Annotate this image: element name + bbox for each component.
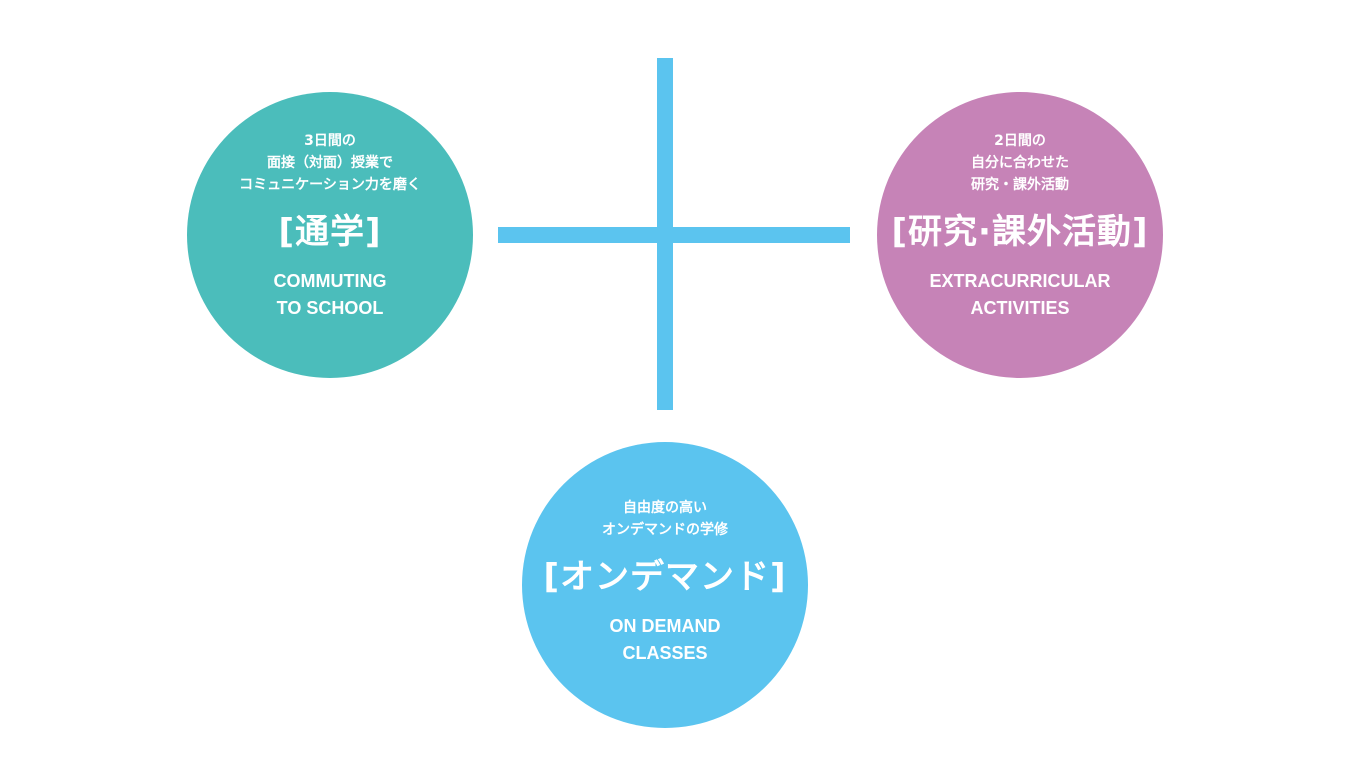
on-demand-title: [オンデマンド] <box>543 557 787 597</box>
on-demand-english-line: CLASSES <box>622 643 708 663</box>
commuting-title: [通学] <box>278 212 382 252</box>
on-demand-sub-line: 自由度の高い <box>623 500 707 516</box>
commuting-sub-line: 3日間の <box>304 133 356 149</box>
commuting-english-line: COMMUTING <box>273 271 387 291</box>
commuting-english-line: TO SCHOOL <box>276 298 384 318</box>
commuting-circle: 3日間の 面接（対面）授業で コミュニケーション力を磨く [通学] COMMUT… <box>187 92 473 378</box>
commuting-sub-line: コミュニケーション力を磨く <box>239 177 421 193</box>
extracurricular-title: [研究·課外活動] <box>891 212 1149 252</box>
extracurricular-sub-line: 研究・課外活動 <box>971 177 1069 193</box>
plus-horizontal-bar <box>498 227 850 243</box>
commuting-sub-line: 面接（対面）授業で <box>267 155 393 171</box>
extracurricular-circle: 2日間の 自分に合わせた 研究・課外活動 [研究·課外活動] EXTRACURR… <box>877 92 1163 378</box>
extracurricular-english-line: EXTRACURRICULAR <box>929 271 1111 291</box>
extracurricular-sub-line: 2日間の <box>994 133 1046 149</box>
on-demand-english-line: ON DEMAND <box>609 616 721 636</box>
extracurricular-english-line: ACTIVITIES <box>970 298 1070 318</box>
on-demand-sub-line: オンデマンドの学修 <box>602 522 728 538</box>
extracurricular-sub-line: 自分に合わせた <box>971 155 1069 171</box>
on-demand-circle: 自由度の高い オンデマンドの学修 [オンデマンド] ON DEMAND CLAS… <box>522 442 808 728</box>
